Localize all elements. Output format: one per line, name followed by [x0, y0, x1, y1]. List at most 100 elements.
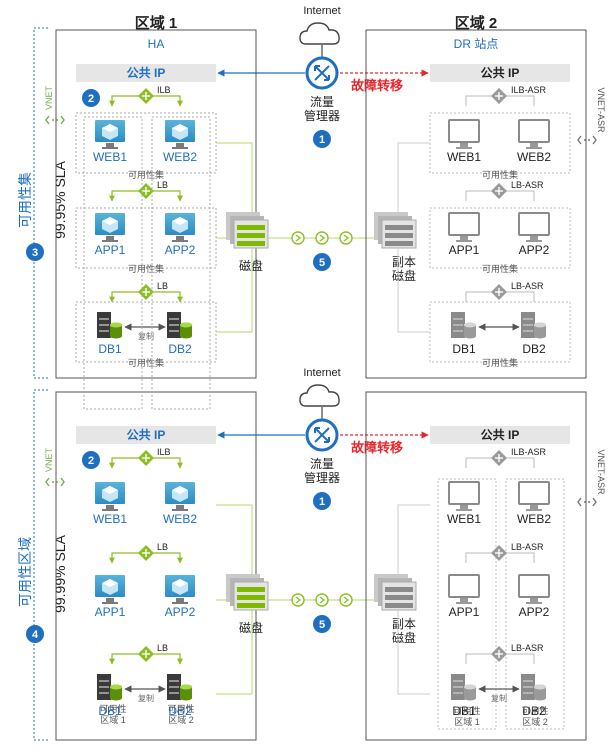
replication-chevron-icon: [291, 231, 305, 245]
avset-label: 可用性集: [128, 357, 164, 368]
db-cylinder: [180, 687, 192, 698]
disk-stripe: [237, 595, 265, 600]
monitor-base: [172, 147, 188, 149]
db-cylinder: [534, 687, 546, 698]
lb-to-vm2-dr: [499, 95, 535, 106]
load-balancer-icon: [138, 450, 154, 466]
replica-disk-label: 磁盘: [392, 268, 416, 283]
db-cylinder: [110, 325, 122, 336]
vnet-dot: [588, 501, 590, 503]
avset-label: 可用性集: [128, 169, 164, 180]
load-balancer-replica-icon: [491, 183, 507, 199]
disk-stripe: [385, 225, 413, 230]
chevron-arrow: [319, 234, 326, 242]
vnet-asr-label: VNET-ASR: [596, 87, 606, 133]
disk-icon: [226, 574, 269, 611]
vm-name-db1-dr: DB1: [452, 342, 476, 356]
disk-stripe: [385, 241, 413, 246]
db-bottom: [110, 333, 122, 339]
db-bottom: [464, 333, 476, 339]
vm-icon: [95, 120, 125, 149]
public-ip-box-dr: [430, 426, 570, 444]
db-bottom: [464, 695, 476, 701]
db-cap: [180, 322, 192, 328]
disk-stripe: [237, 241, 265, 246]
vnet-dot: [588, 139, 590, 141]
cube-top: [102, 124, 118, 132]
vm-name-app1-dr: APP1: [449, 605, 480, 619]
step-badge: 4: [26, 625, 44, 643]
zone1-label: 可用性: [99, 703, 126, 714]
db-cap: [464, 322, 476, 328]
replica-link-web: [397, 504, 430, 574]
disk-link-web: [216, 142, 253, 212]
lb-label-dr: LB-ASR: [511, 643, 544, 653]
badge-number: 2: [88, 455, 94, 467]
db-bottom: [180, 333, 192, 339]
lb-to-vm1: [109, 95, 146, 107]
monitor-stand: [176, 598, 184, 602]
monitor-stand: [530, 143, 538, 147]
lb-to-vm1-dr: [465, 653, 499, 664]
monitor-stand: [176, 143, 184, 147]
lb-to-vm2: [146, 95, 183, 107]
replica-disk-label: 磁盘: [392, 630, 416, 645]
sla-label: 99.99% SLA: [52, 534, 68, 612]
lb-to-vm2-dr: [499, 291, 535, 302]
load-balancer-icon: [138, 545, 154, 561]
monitor-screen: [448, 119, 480, 143]
database-replica-icon: [451, 674, 476, 701]
monitor-stand: [176, 236, 184, 240]
vnet-brackets: [45, 115, 65, 125]
lb-to-vm1: [109, 291, 146, 303]
vnet-brackets: [577, 497, 597, 507]
replica-disk-icon: [374, 212, 417, 249]
tm-cross: [314, 427, 330, 443]
vm-name-db2: DB2: [168, 704, 192, 718]
vm-replica-icon: [518, 574, 550, 604]
vm-name-db1: DB1: [98, 342, 122, 356]
lb-to-vm2: [146, 291, 183, 303]
replication-label: 复制: [138, 693, 154, 703]
cube-top: [102, 217, 118, 225]
monitor-base: [456, 602, 472, 604]
db-cap: [180, 684, 192, 690]
disk-label: 磁盘: [239, 258, 263, 273]
replication-label: 复制: [138, 331, 154, 341]
badge-number: 3: [32, 247, 38, 259]
lb-label: LB: [157, 643, 168, 653]
chevron-circle: [339, 593, 353, 607]
lb-to-vm1-dr: [465, 190, 499, 201]
public-ip-label-dr: 公共 IP: [481, 65, 520, 80]
zone2-label-dr: 可用性: [521, 705, 548, 716]
traffic-manager-label: 流量: [310, 95, 334, 109]
tm-arrows: [314, 65, 330, 81]
step-badge: 5: [313, 615, 331, 633]
public-ip-label-dr: 公共 IP: [481, 427, 520, 442]
vnet-dot: [584, 501, 586, 503]
vm-replica-icon: [518, 119, 550, 149]
step-badge: 2: [82, 451, 100, 469]
cube-top: [172, 217, 188, 225]
lb-to-vm1: [109, 552, 146, 564]
sla-label: 99.95% SLA: [52, 160, 68, 238]
badge-circle: [26, 243, 44, 261]
disk-stripe: [237, 603, 265, 608]
disk-stripe: [237, 225, 265, 230]
lb-to-vm1: [109, 457, 146, 469]
monitor-base: [102, 240, 118, 242]
monitor-stand: [106, 505, 114, 509]
monitor-screen: [518, 119, 550, 143]
database-replica-icon: [521, 312, 546, 339]
zone1-label-dr: 可用性: [453, 705, 480, 716]
vm-name-web2-dr: WEB2: [517, 150, 551, 164]
avset-label-dr: 可用性集: [482, 169, 518, 180]
internet-label: Internet: [303, 5, 340, 17]
chevron-circle: [315, 593, 329, 607]
vm-replica-icon: [518, 481, 550, 511]
chevron-arrow: [295, 234, 302, 242]
monitor-stand: [530, 236, 538, 240]
vm-name-web2-dr: WEB2: [517, 512, 551, 526]
chevron-arrow: [295, 596, 302, 604]
public-ip-label: 公共 IP: [127, 427, 166, 442]
